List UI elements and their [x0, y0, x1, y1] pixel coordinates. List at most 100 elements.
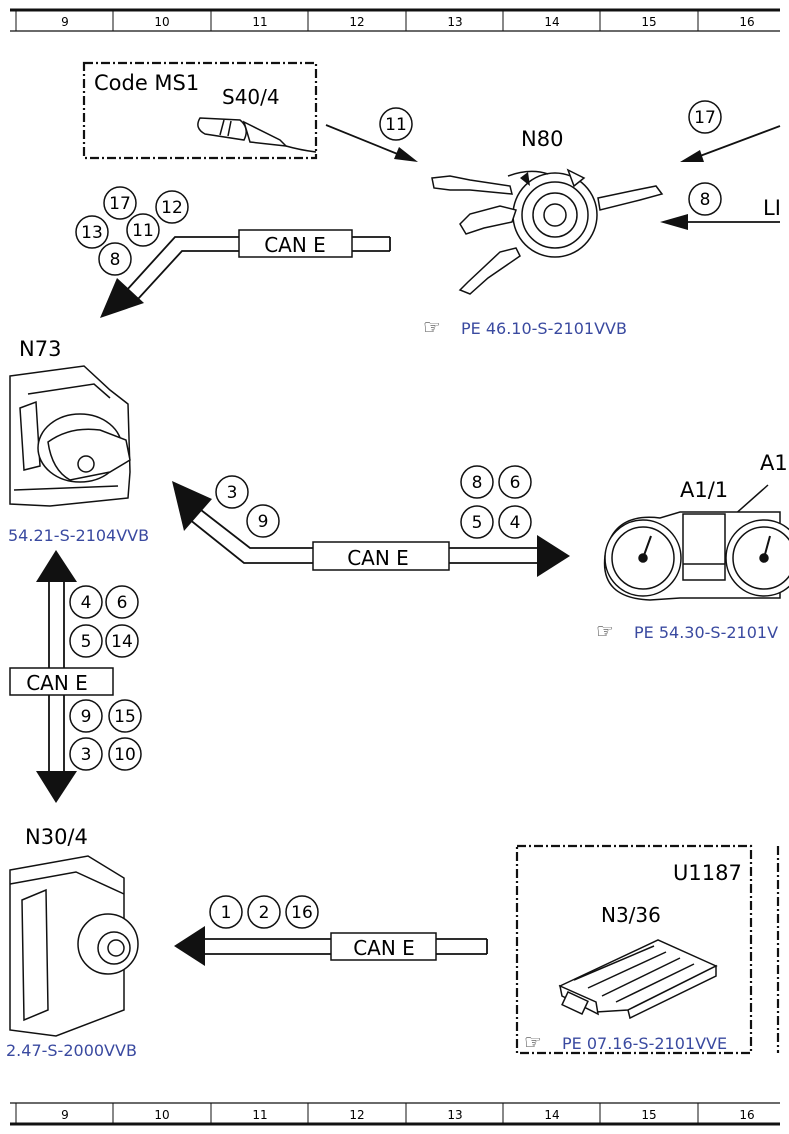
badge-number: 13 [81, 223, 103, 243]
badge-circle [103, 186, 137, 220]
badge-circle [75, 215, 109, 249]
badge-number: 3 [227, 483, 238, 503]
can-label-box [9, 667, 114, 696]
badge-number: 16 [291, 903, 313, 923]
badge-number: 9 [258, 512, 269, 532]
badge-circle [69, 737, 103, 771]
can-label-box [312, 541, 450, 571]
can-label-box [330, 932, 437, 961]
badge-circle [246, 504, 280, 538]
ruler-col-11: 11 [252, 15, 267, 29]
badge-number: 14 [111, 632, 133, 652]
can-bus-n73-to-n30: CAN E 4 6 5 14 9 15 3 10 [9, 550, 142, 803]
a1-group: A1/1 A1 ☞ PE 54.30-S-2101V [596, 451, 789, 643]
ruler-col-10: 10 [154, 1108, 169, 1122]
ruler-col-12: 12 [349, 15, 364, 29]
badge-circle [69, 585, 103, 619]
badge-circle [105, 585, 139, 619]
badge-number: 17 [109, 194, 131, 214]
lin-label: LI [763, 196, 781, 220]
arrow-ms1-to-n80: 11 [325, 107, 418, 162]
n73-ignition-switch-icon [9, 365, 131, 507]
ruler-col-12: 12 [349, 1108, 364, 1122]
reference-hand-icon: ☞ [423, 315, 441, 339]
badge-number: 6 [117, 593, 128, 613]
badge-circle [126, 213, 160, 247]
badge-circle [498, 465, 532, 499]
badge-number: 5 [472, 513, 483, 533]
badge-circle [155, 190, 189, 224]
badge-number: 12 [161, 198, 183, 218]
badge-circle [98, 242, 132, 276]
badge-number: 8 [110, 250, 121, 270]
top-ruler: 9 10 11 12 13 14 15 16 [10, 8, 780, 32]
n30-label: N30/4 [25, 825, 88, 849]
n80-reference-link[interactable]: PE 46.10-S-2101VVB [461, 319, 627, 338]
n3-control-unit-icon [558, 939, 718, 1020]
badge-number: 10 [114, 745, 136, 765]
s40-label: S40/4 [222, 85, 280, 109]
badge-circle [688, 182, 722, 216]
badge-number: 11 [385, 115, 407, 135]
badge-number: 17 [694, 108, 716, 128]
a1-secondary-label: A1 [760, 451, 788, 475]
badge-number: 4 [510, 513, 521, 533]
n80-steering-switch-icon [431, 168, 664, 295]
u1187-reference-link[interactable]: PE 07.16-S-2101VVE [562, 1034, 727, 1053]
ruler-col-14: 14 [544, 1108, 559, 1122]
arrow-right-to-n80: 17 8 LI [660, 100, 781, 230]
badge-number: 2 [259, 903, 270, 923]
badge-circle [108, 737, 142, 771]
ruler-col-14: 14 [544, 15, 559, 29]
ruler-col-10: 10 [154, 15, 169, 29]
ms1-group: Code MS1 S40/4 [82, 61, 318, 160]
can-label: CAN E [353, 936, 415, 960]
can-label: CAN E [264, 233, 326, 257]
u1187-label: U1187 [673, 861, 742, 885]
badge-number: 11 [132, 221, 154, 241]
n73-label: N73 [19, 337, 61, 361]
ruler-col-13: 13 [447, 1108, 462, 1122]
n30-reference-link[interactable]: 2.47-S-2000VVB [6, 1041, 137, 1060]
badge-circle [379, 107, 413, 141]
u1187-group: U1187 N3/36 ☞ PE 07.16-S-2101VVE [515, 844, 780, 1055]
s40-switch-icon [197, 117, 317, 153]
badge-number: 1 [221, 903, 232, 923]
can-label: CAN E [26, 671, 88, 695]
badge-circle [69, 699, 103, 733]
can-bus-n80-to-n73: CAN E 17 12 13 11 8 [75, 186, 391, 318]
badge-circle [209, 895, 243, 929]
a1-label: A1/1 [680, 478, 728, 502]
n30-abs-unit-icon [9, 855, 139, 1037]
badge-circle [247, 895, 281, 929]
n73-reference-link[interactable]: 54.21-S-2104VVB [8, 526, 149, 545]
badge-circle [460, 505, 494, 539]
can-bus-n3-to-n30: CAN E 1 2 16 [174, 895, 488, 966]
reference-hand-icon: ☞ [524, 1030, 542, 1054]
badge-number: 5 [81, 632, 92, 652]
ms1-code-label: Code MS1 [94, 71, 199, 95]
ms1-frame [82, 61, 318, 160]
badge-number: 3 [81, 745, 92, 765]
badge-number: 4 [81, 593, 92, 613]
badge-circle [460, 465, 494, 499]
badge-circle [688, 100, 722, 134]
badge-number: 8 [472, 473, 483, 493]
badge-number: 9 [81, 707, 92, 727]
ruler-col-11: 11 [252, 1108, 267, 1122]
ruler-col-15: 15 [641, 15, 656, 29]
badge-number: 8 [700, 190, 711, 210]
can-label-box [238, 229, 353, 258]
a1-reference-link[interactable]: PE 54.30-S-2101V [634, 623, 778, 642]
n3-label: N3/36 [601, 903, 661, 927]
n80-label: N80 [521, 127, 563, 151]
badge-number: 6 [510, 473, 521, 493]
ruler-col-9: 9 [61, 1108, 69, 1122]
ruler-col-16: 16 [739, 15, 754, 29]
badge-number: 15 [114, 707, 136, 727]
reference-hand-icon: ☞ [596, 619, 614, 643]
ruler-col-13: 13 [447, 15, 462, 29]
badge-circle [215, 475, 249, 509]
ruler-col-15: 15 [641, 1108, 656, 1122]
